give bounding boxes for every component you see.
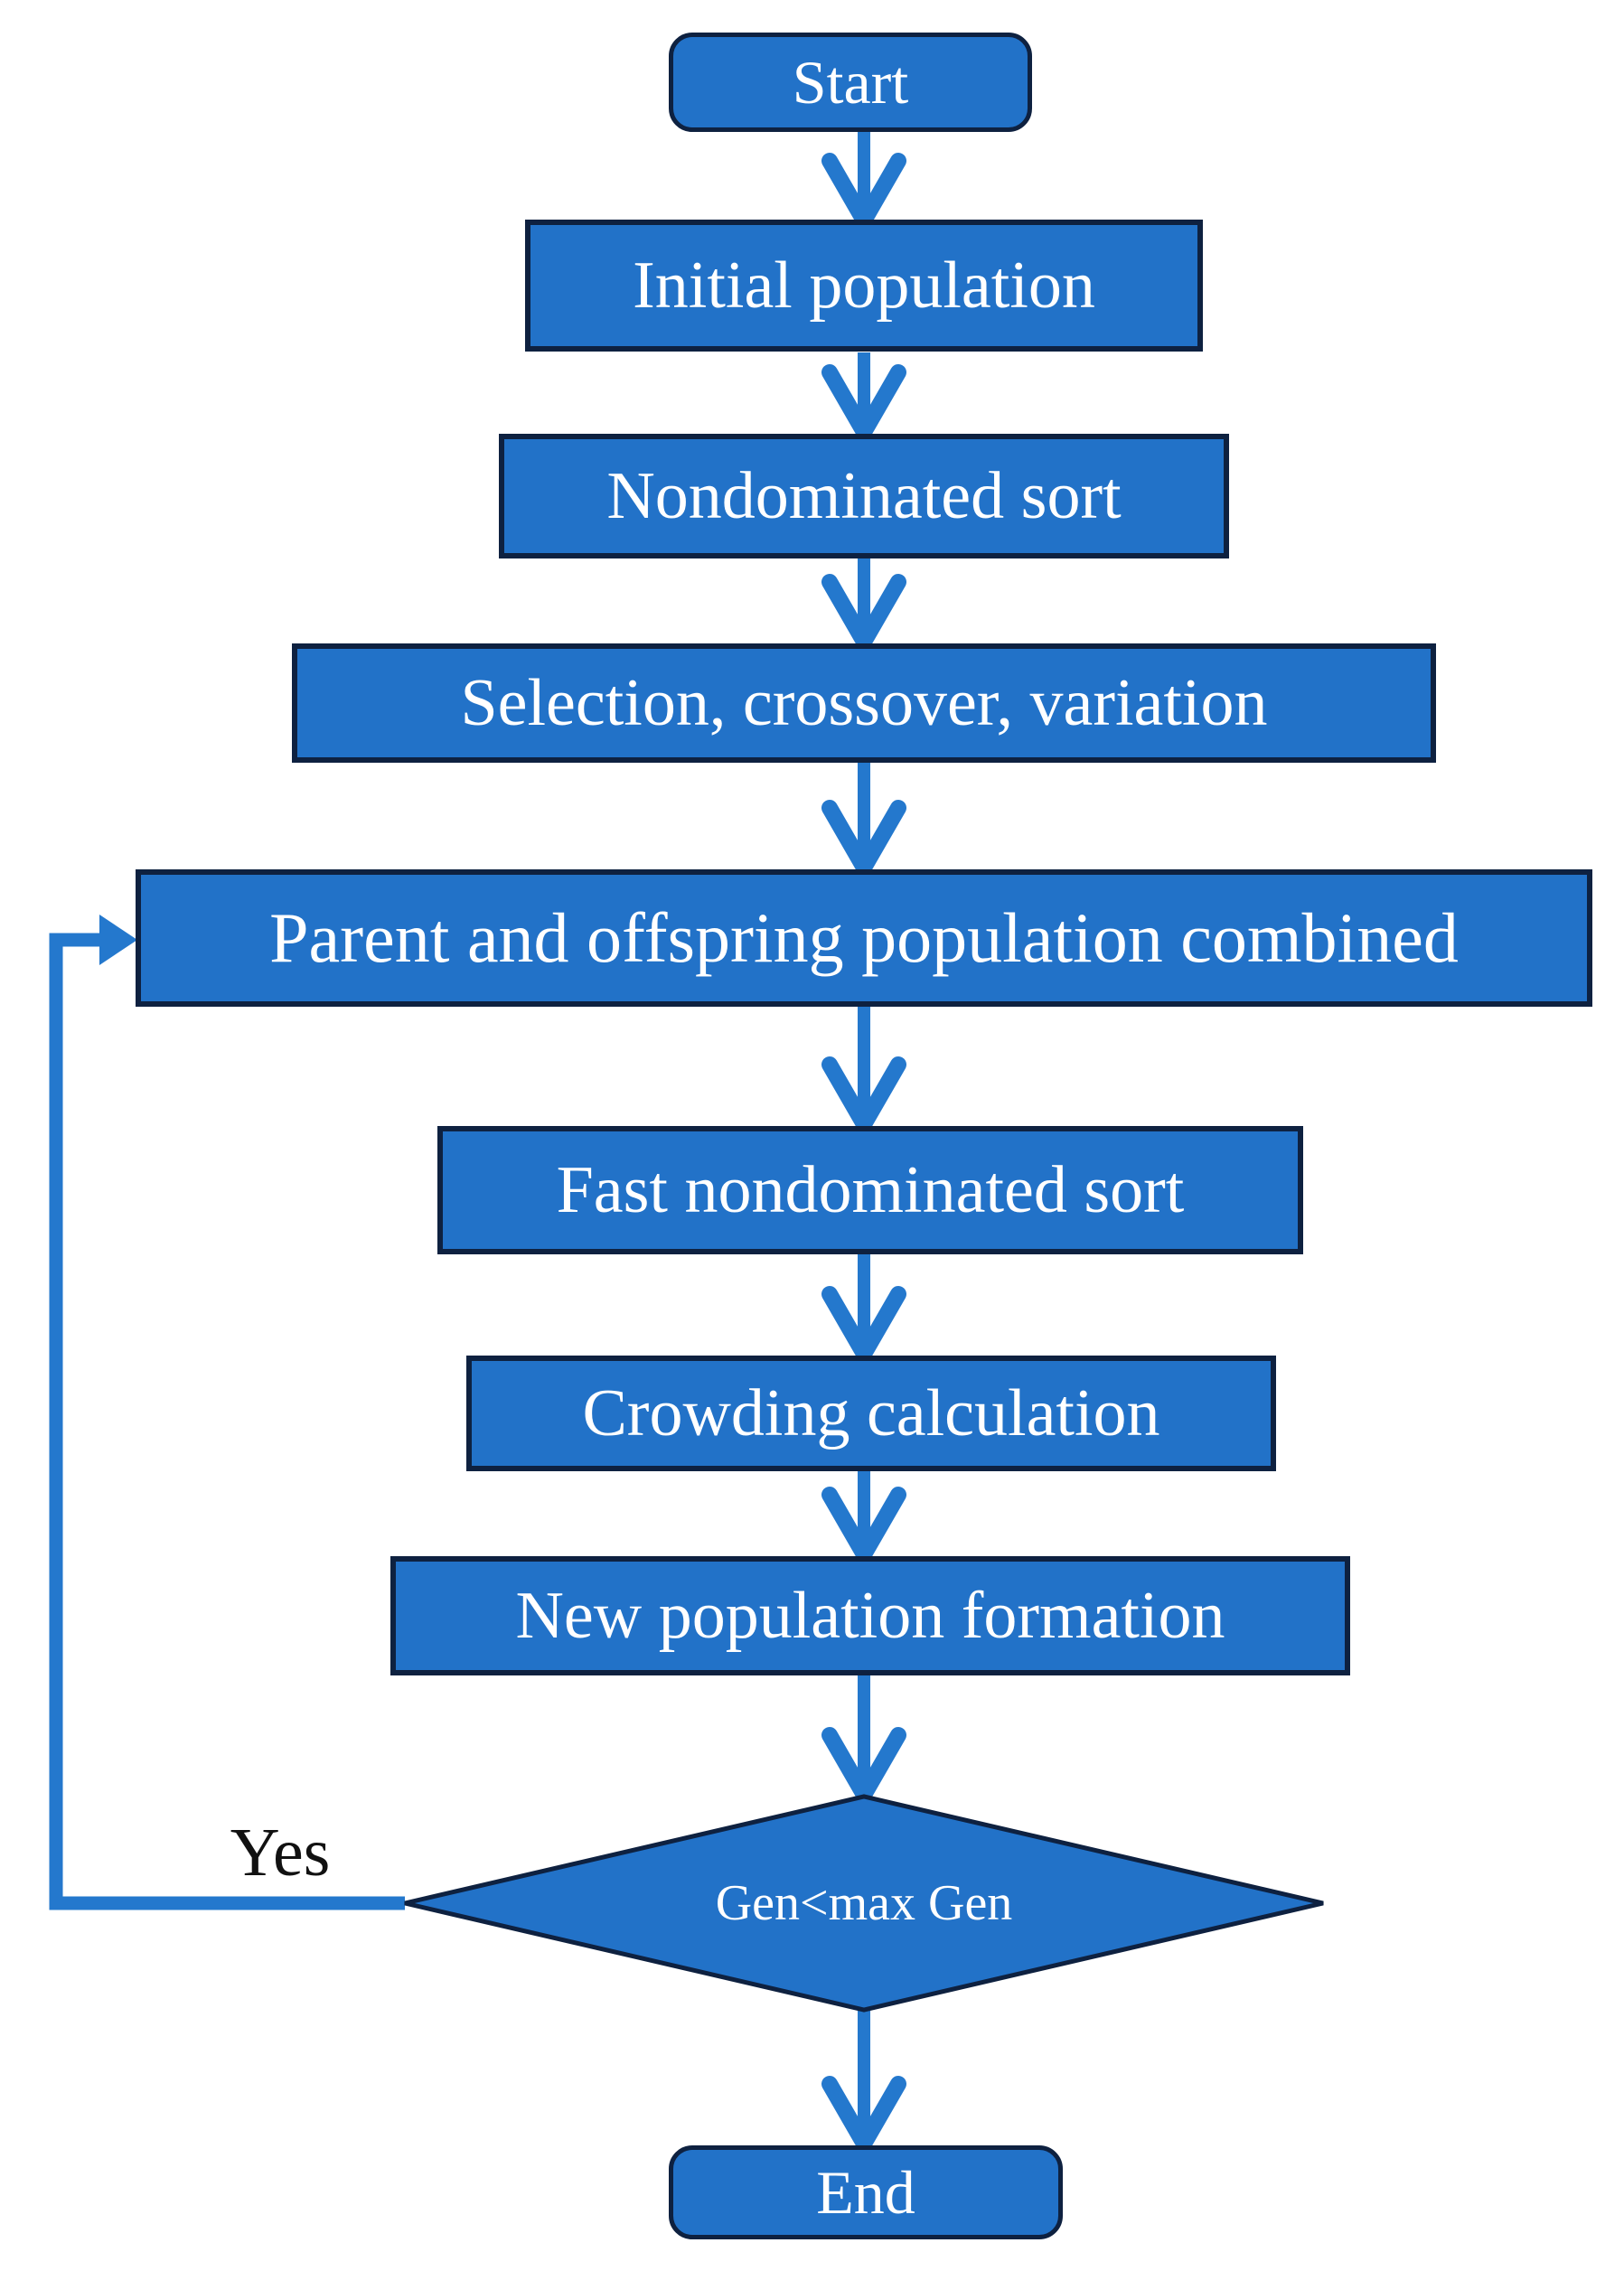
flow-node-new-population-formation: New population formation (390, 1556, 1350, 1675)
flow-node-nondominated-sort-label: Nondominated sort (606, 459, 1122, 533)
flow-node-parent-offspring-combined-label: Parent and offspring population combined (269, 898, 1459, 977)
loop-edge-yes (49, 915, 405, 1910)
flow-node-decision-gen-max: Gen<max Gen (405, 1797, 1323, 2010)
flow-node-crowding-calculation-label: Crowding calculation (582, 1376, 1160, 1450)
flow-node-new-population-formation-label: New population formation (515, 1579, 1225, 1653)
flow-node-end: End (669, 2145, 1063, 2239)
flow-node-end-label: End (816, 2158, 915, 2227)
arrow-newpop-to-decision (821, 1675, 906, 1812)
flow-node-fast-nondominated-sort: Fast nondominated sort (437, 1126, 1303, 1254)
flow-node-selection-crossover-variation: Selection, crossover, variation (292, 643, 1436, 763)
arrow-decision-to-end (821, 2010, 906, 2161)
arrow-nondominated-to-selection (821, 558, 906, 659)
decision-diamond-shape (404, 1794, 1324, 2013)
flow-node-decision-label: Gen<max Gen (715, 1875, 1013, 1931)
arrow-parent-to-fast (821, 1007, 906, 1141)
loop-arrowhead (99, 915, 137, 965)
flow-node-crowding-calculation: Crowding calculation (466, 1356, 1276, 1471)
arrow-fast-to-crowding (821, 1254, 906, 1371)
arrow-selection-to-parent (821, 763, 906, 885)
flow-node-start: Start (669, 33, 1032, 132)
edge-label-yes-text: Yes (230, 1815, 331, 1891)
flow-node-fast-nondominated-sort-label: Fast nondominated sort (556, 1153, 1185, 1227)
flow-node-initial-population-label: Initial population (633, 249, 1095, 323)
flow-node-start-label: Start (792, 48, 909, 117)
flow-node-selection-crossover-variation-label: Selection, crossover, variation (460, 666, 1268, 740)
arrow-crowding-to-newpop (821, 1471, 906, 1572)
flow-node-parent-offspring-combined: Parent and offspring population combined (136, 869, 1592, 1007)
flow-node-initial-population: Initial population (525, 220, 1203, 352)
flow-node-nondominated-sort: Nondominated sort (499, 434, 1229, 558)
arrow-start-to-initial (821, 132, 906, 238)
edge-label-yes: Yes (181, 1816, 380, 1889)
arrow-initial-to-nondominated (821, 352, 906, 449)
